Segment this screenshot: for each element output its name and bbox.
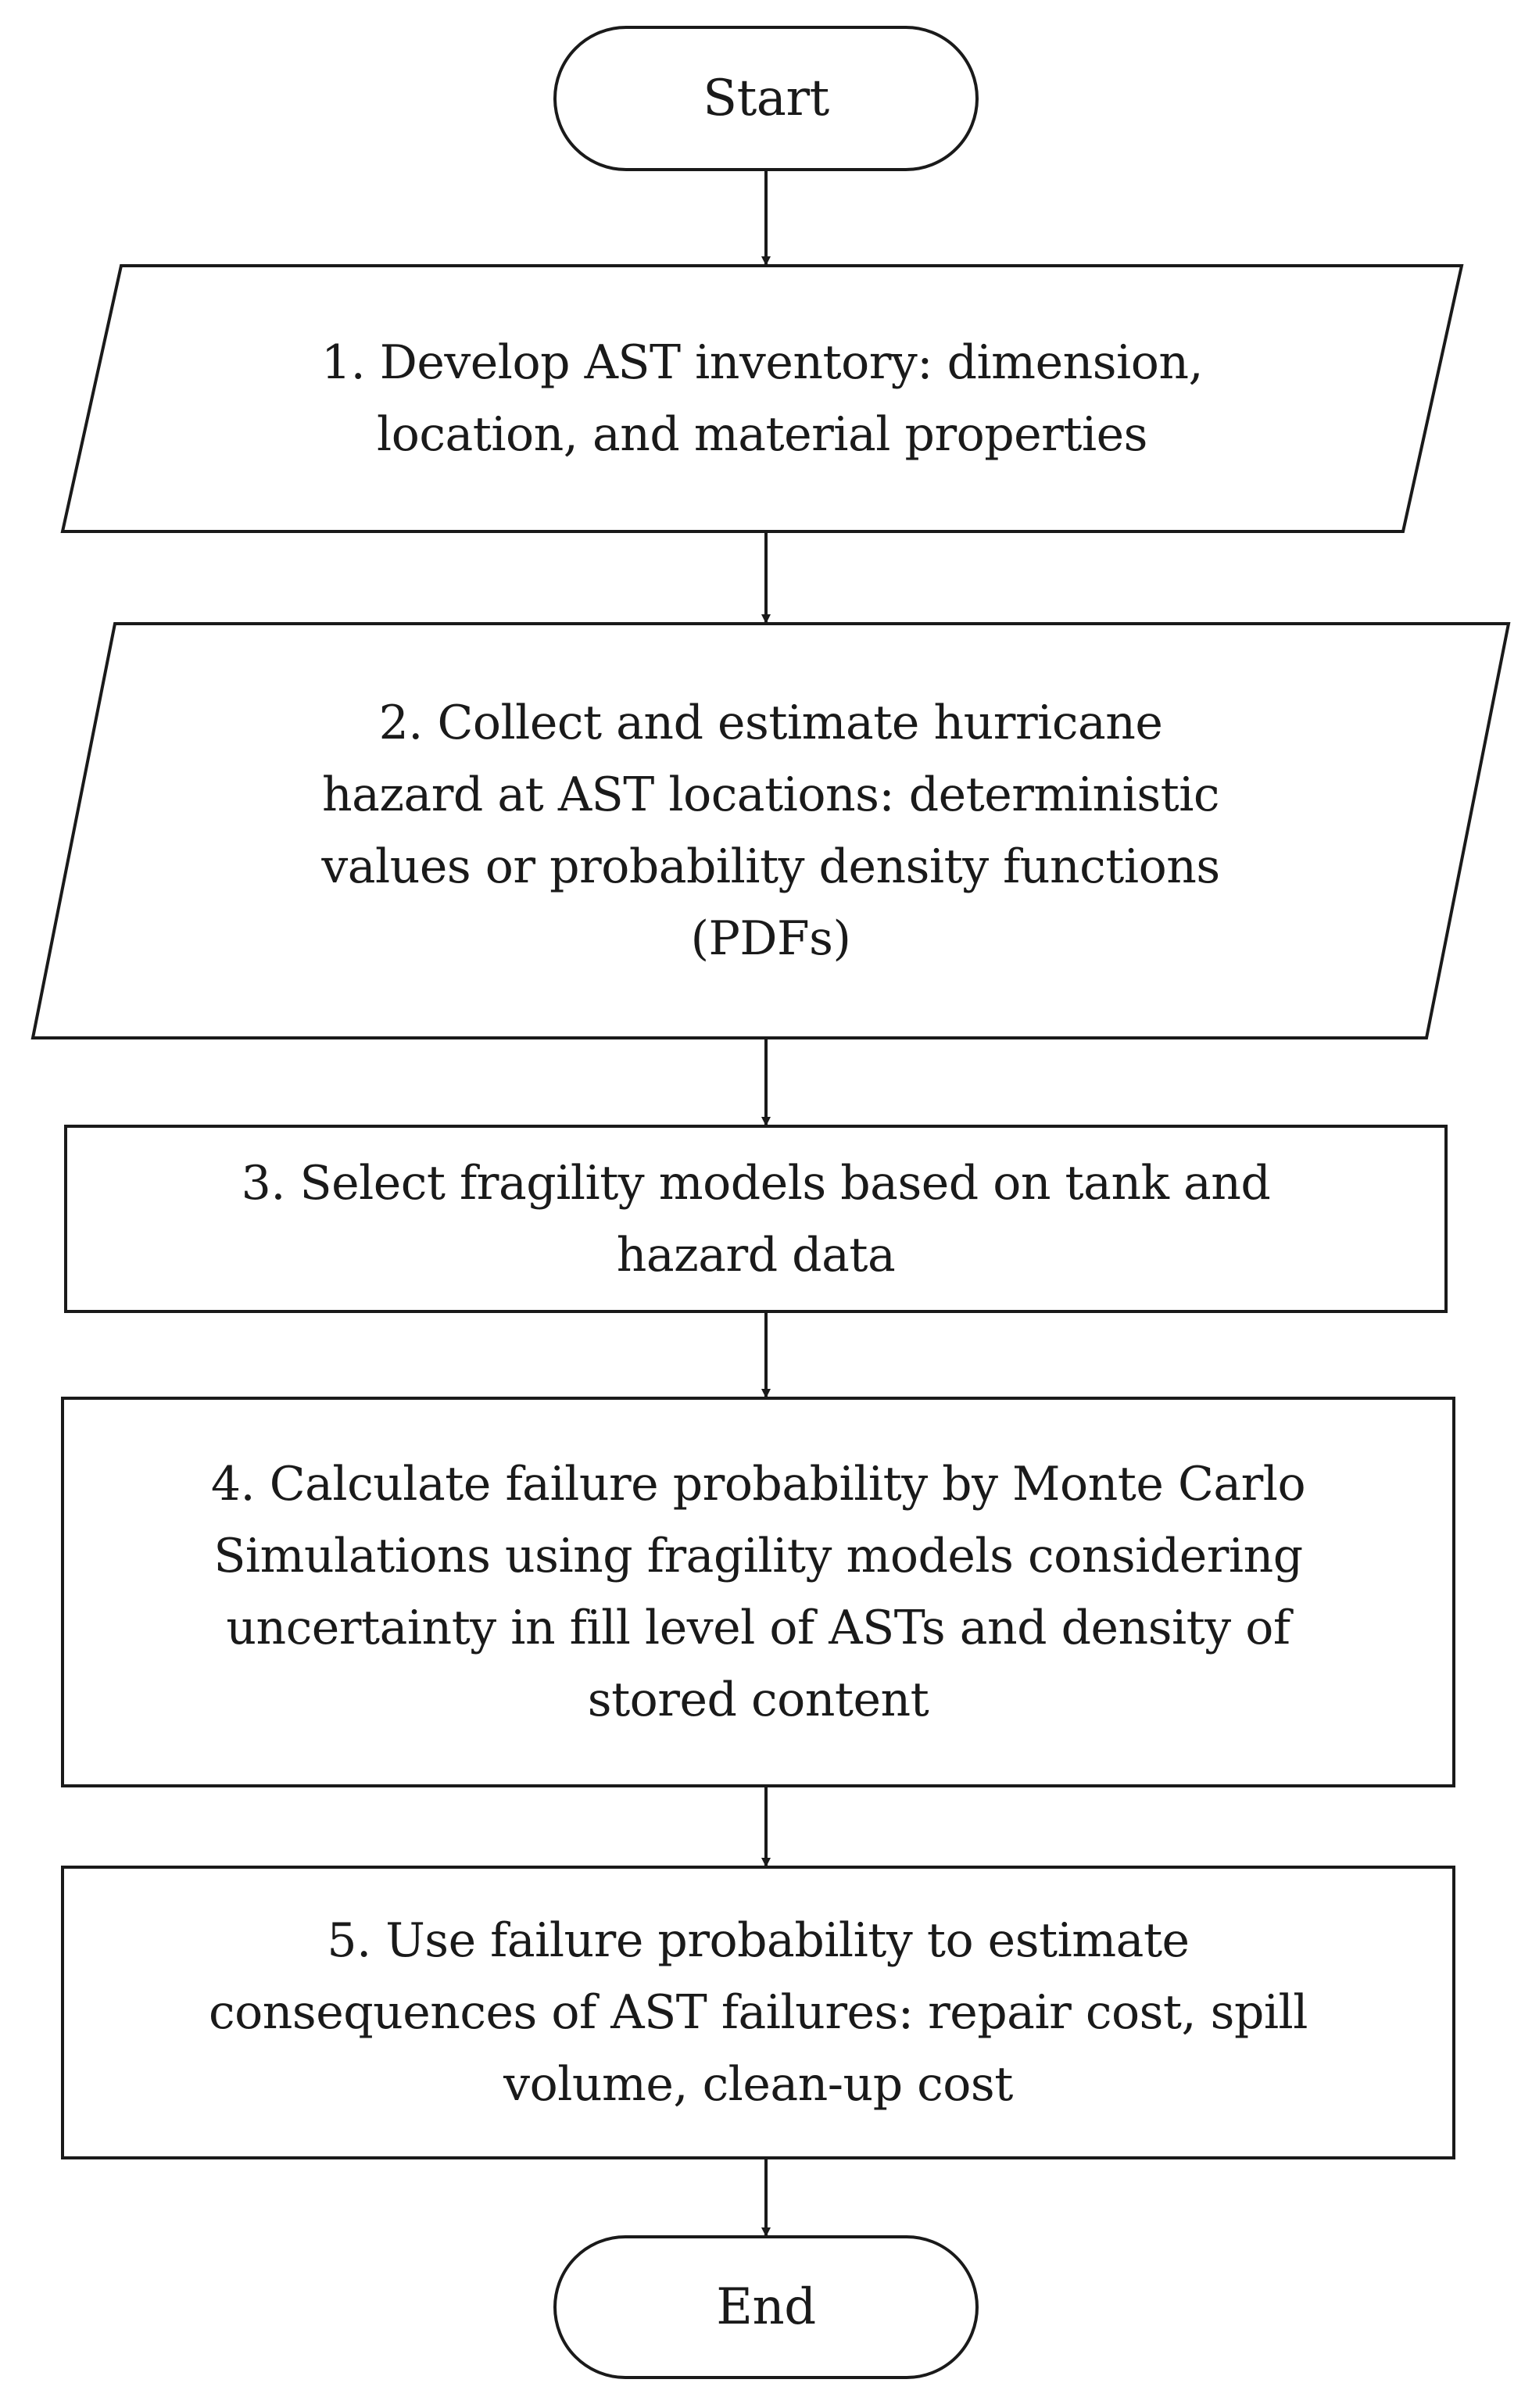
end-label: End bbox=[716, 2278, 816, 2336]
step-1-parallelogram bbox=[60, 264, 1464, 533]
step-4-label: 4. Calculate failure probability by Mont… bbox=[210, 1457, 1306, 1727]
step-3-label: 3. Select fragility models based on tank… bbox=[241, 1155, 1271, 1283]
start-label: Start bbox=[703, 70, 829, 127]
end-terminal bbox=[553, 2235, 979, 2379]
step-5-process-box bbox=[61, 1866, 1455, 2159]
step-5-label: 5. Use failure probability to estimate c… bbox=[209, 1913, 1308, 2112]
step-3-process-box bbox=[64, 1125, 1448, 1313]
step-1-label: 1. Develop AST inventory: dimension, loc… bbox=[320, 335, 1204, 462]
step-2-label: 2. Collect and estimate hurricane hazard… bbox=[321, 696, 1220, 966]
step-2-parallelogram bbox=[30, 622, 1511, 1039]
step-4-process-box bbox=[61, 1397, 1455, 1787]
